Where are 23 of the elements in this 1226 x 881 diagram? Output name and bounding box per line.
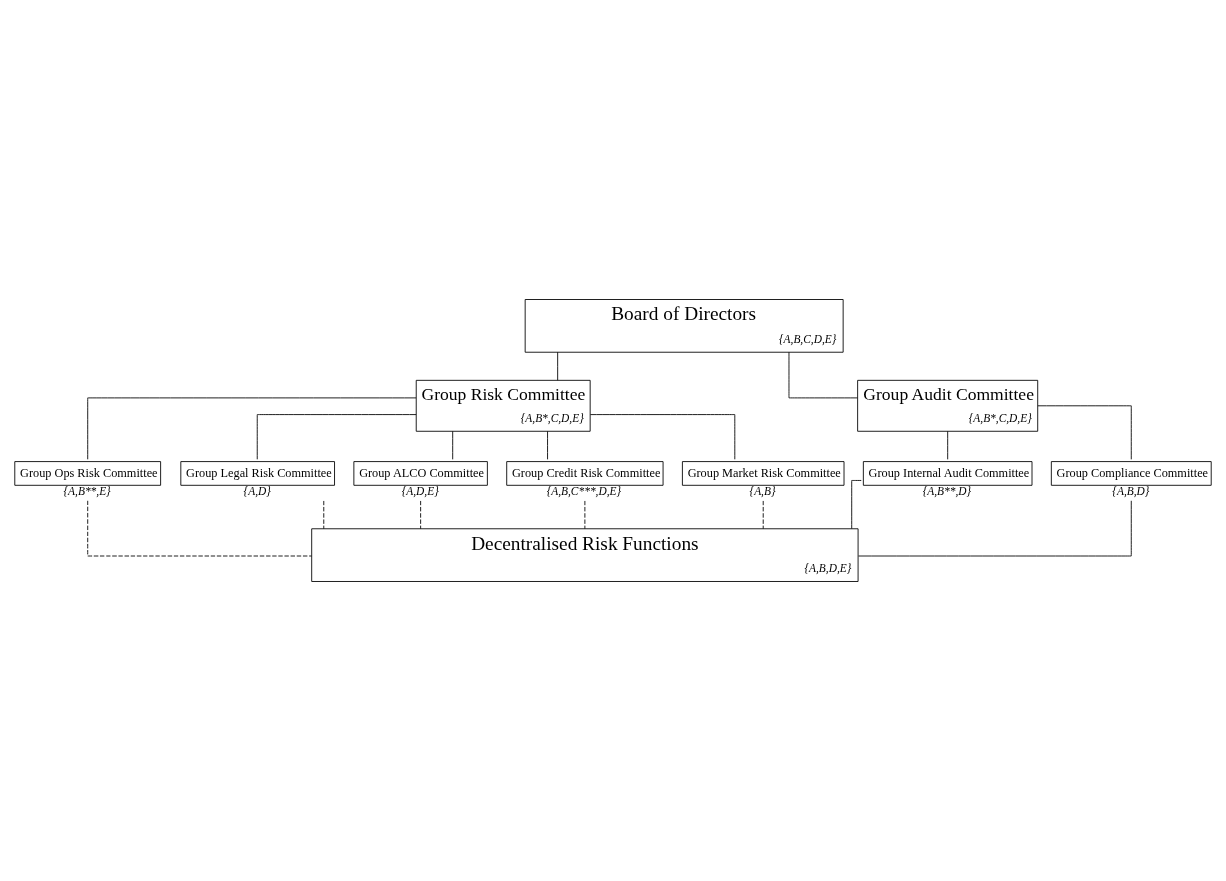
connector [323,500,325,530]
node-label: {A,B**,D} [922,485,972,498]
connector [420,500,422,530]
node-label: {A,B**,E} [63,485,111,498]
connector [87,500,312,557]
node-label: {A,B} [749,485,776,498]
node-label: {A,D} [243,485,271,498]
connector [87,397,417,460]
connector [256,414,417,460]
connector [858,500,1132,557]
connector [584,500,586,530]
connector [547,430,548,460]
connector [851,480,862,530]
node-label: {A,B,D} [1112,485,1150,498]
connector [1037,405,1132,460]
connector [557,351,559,381]
connector [590,414,736,460]
node-label: {A,D,E} [401,485,439,498]
connector [788,351,858,399]
connector [762,500,764,530]
connector [452,430,454,460]
connector [947,430,949,460]
node-label: {A,B,C***,D,E} [546,485,622,498]
